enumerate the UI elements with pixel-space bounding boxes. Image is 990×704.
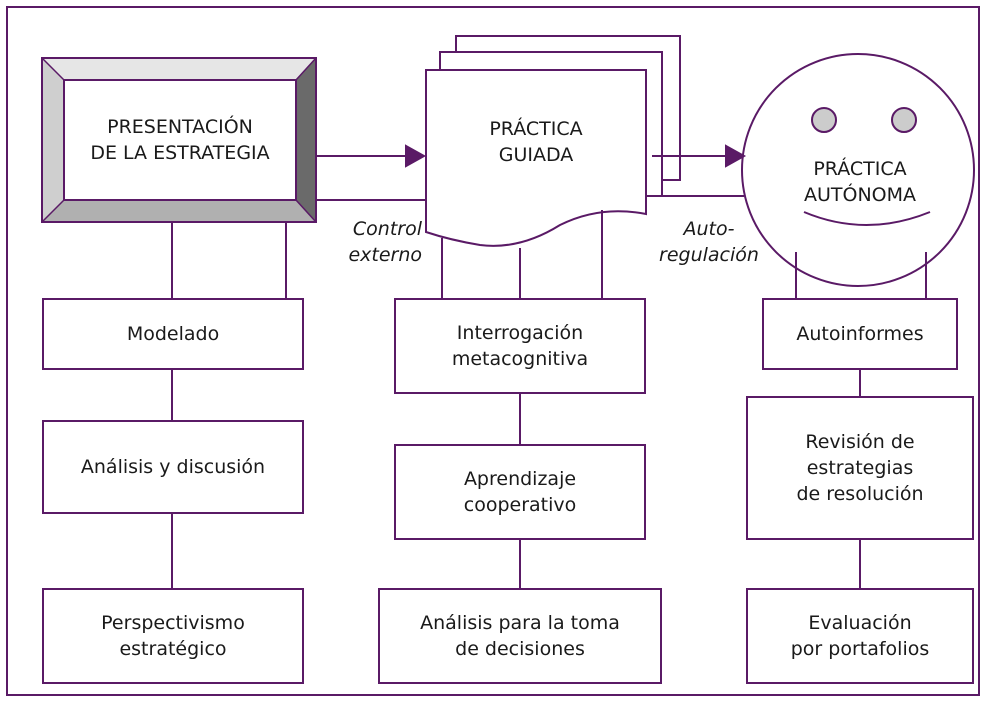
smiley-face-icon <box>741 53 975 287</box>
self-regulation-label: Auto- regulación <box>659 218 759 266</box>
interrogacion-box: Interrogación metacognitiva <box>394 298 646 394</box>
smile-mouth <box>803 211 931 226</box>
autoinformes-box: Autoinformes <box>762 298 958 370</box>
aprendizaje-box: Aprendizaje cooperativo <box>394 444 646 540</box>
bevel-frame <box>41 57 317 223</box>
evaluacion-box: Evaluación por portafolios <box>746 588 974 684</box>
diagram-frame <box>6 6 980 696</box>
stacked-documents-icon <box>425 35 681 247</box>
perspectivismo-box: Perspectivismo estratégico <box>42 588 304 684</box>
analisis-decisiones-box: Análisis para la toma de decisiones <box>378 588 662 684</box>
right-eye <box>891 107 917 133</box>
autonomous-practice-label: PRÁCTICA AUTÓNOMA <box>803 158 917 206</box>
external-control-label: Control externo <box>348 218 422 266</box>
left-eye <box>811 107 837 133</box>
arrow-right-icon <box>405 144 427 168</box>
arrow-right-icon <box>725 144 747 168</box>
analisis-discusion-box: Análisis y discusión <box>42 420 304 514</box>
presentation-label: PRESENTACIÓN DE LA ESTRATEGIA <box>90 116 270 164</box>
guided-practice-label: PRÁCTICA GUIADA <box>489 118 583 166</box>
revision-box: Revisión de estrategias de resolución <box>746 396 974 540</box>
modelado-box: Modelado <box>42 298 304 370</box>
